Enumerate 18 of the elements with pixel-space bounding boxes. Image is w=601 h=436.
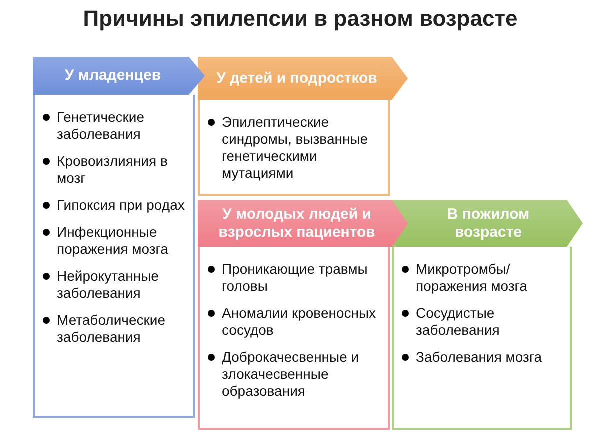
bullet-item: Аномалии кровеносных сосудов (206, 305, 382, 339)
bullet-item: Эпилептические синдромы, вызванные генетическими мутациями (206, 114, 382, 182)
bullet-item: Заболевания мозга (400, 349, 564, 366)
bullet-item: Инфекционные поражения мозга (41, 224, 187, 258)
chevron-heading: У детей и подростков (198, 57, 408, 100)
bullet-item: Кровоизлияния в мозг (41, 153, 187, 187)
bullet-item: Нейрокутанные заболевания (41, 268, 187, 302)
chevron-heading: У молодых людей и взрослых пациентов (198, 200, 408, 247)
bullet-item: Проникающие травмы головы (206, 261, 382, 295)
bullet-item: Доброкачесвенные и злокачесвенные образования (206, 349, 382, 400)
chevron-heading: В пожилом возрасте (392, 200, 583, 247)
bullet-item: Генетические заболевания (41, 109, 187, 143)
chevron-heading: У младенцев (33, 57, 205, 95)
bullet-item: Микротромбы/ поражения мозга (400, 261, 564, 295)
bullet-item: Сосудистые заболевания (400, 305, 564, 339)
bullet-item: Гипоксия при родах (41, 197, 187, 214)
title: Причины эпилепсии в разном возрасте (83, 6, 518, 32)
bullet-item: Метаболические заболевания (41, 312, 187, 346)
